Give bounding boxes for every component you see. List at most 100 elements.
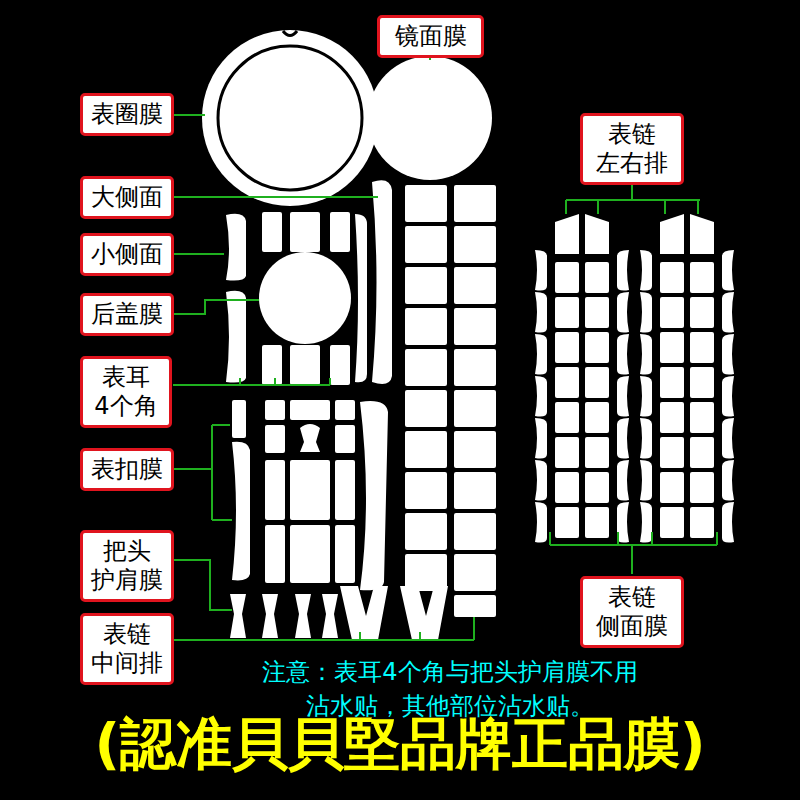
film-piece (585, 402, 609, 433)
label-text: 把头 护肩膜 (91, 537, 163, 595)
film-piece (454, 226, 496, 263)
label-box: 小侧面 (80, 233, 174, 276)
film-piece (454, 349, 496, 386)
big-side-film (372, 180, 392, 384)
film-piece (722, 292, 734, 333)
film-piece (660, 214, 684, 254)
film-piece (617, 334, 629, 375)
label-box: 表耳 4个角 (80, 356, 172, 428)
film-piece (690, 297, 714, 328)
label-text: 后盖膜 (91, 300, 163, 329)
film-piece (555, 472, 579, 503)
film-piece (690, 332, 714, 363)
label-text: 表链 侧面膜 (596, 583, 668, 641)
film-piece (405, 349, 447, 386)
film-piece (617, 460, 629, 501)
film-piece (300, 424, 320, 452)
film-piece (265, 460, 285, 520)
film-piece (454, 595, 496, 617)
film-piece (454, 554, 496, 591)
film-piece (262, 212, 282, 252)
film-piece (290, 345, 320, 385)
label-box: 表链 中间排 (80, 613, 174, 685)
label-text: 表链 中间排 (91, 620, 163, 678)
label-box: 把头 护肩膜 (80, 530, 174, 602)
film-piece (585, 507, 609, 538)
film-piece (454, 513, 496, 550)
film-piece (290, 400, 330, 420)
mirror-film (368, 56, 492, 180)
film-piece (265, 525, 285, 583)
film-piece (555, 332, 579, 363)
film-piece (454, 390, 496, 427)
film-piece (555, 297, 579, 328)
film-piece (454, 308, 496, 345)
film-piece (535, 502, 547, 543)
chain-v-piece (340, 586, 388, 640)
film-piece (660, 262, 684, 293)
film-piece (454, 472, 496, 509)
label-box: 表圈膜 (80, 93, 174, 136)
film-piece (230, 594, 246, 638)
film-piece (535, 334, 547, 375)
film-piece (405, 185, 447, 222)
film-piece (640, 292, 652, 333)
film-piece (226, 291, 246, 383)
film-piece (640, 250, 652, 291)
film-piece (405, 308, 447, 345)
label-box: 镜面膜 (377, 15, 484, 58)
film-piece (232, 400, 246, 438)
label-box: 表链 侧面膜 (580, 576, 684, 648)
film-piece (640, 460, 652, 501)
label-box: 表扣膜 (80, 448, 174, 491)
film-piece (617, 376, 629, 417)
film-piece (690, 367, 714, 398)
film-piece (722, 250, 734, 291)
film-piece (660, 507, 684, 538)
film-piece (454, 267, 496, 304)
film-piece (690, 437, 714, 468)
film-piece (640, 418, 652, 459)
film-piece (722, 502, 734, 543)
film-piece (555, 402, 579, 433)
film-piece (617, 250, 629, 291)
label-text: 表耳 4个角 (94, 363, 157, 421)
film-piece (640, 376, 652, 417)
bezel-film (202, 30, 378, 206)
film-piece (290, 212, 320, 252)
film-piece (535, 460, 547, 501)
label-text: 表圈膜 (91, 100, 163, 129)
clasp-strip (360, 401, 388, 590)
film-piece (265, 400, 285, 420)
label-box: 后盖膜 (80, 293, 174, 336)
film-piece (555, 262, 579, 293)
film-piece (335, 460, 355, 520)
film-piece (290, 525, 330, 583)
film-piece (660, 402, 684, 433)
film-piece (535, 292, 547, 333)
film-piece (555, 507, 579, 538)
label-text: 表扣膜 (91, 455, 163, 484)
film-piece (405, 226, 447, 263)
label-box: 大侧面 (80, 176, 174, 219)
film-piece (617, 418, 629, 459)
film-piece (535, 418, 547, 459)
film-piece (330, 345, 350, 385)
film-piece (690, 402, 714, 433)
film-piece (555, 367, 579, 398)
film-piece (722, 376, 734, 417)
film-piece (660, 472, 684, 503)
film-piece (405, 554, 447, 591)
film-piece (585, 214, 609, 254)
film-piece (722, 460, 734, 501)
film-piece (265, 425, 285, 453)
film-piece (322, 594, 338, 638)
film-piece (262, 594, 278, 638)
film-piece (405, 513, 447, 550)
film-piece (335, 400, 355, 420)
film-piece (660, 297, 684, 328)
film-piece (585, 297, 609, 328)
film-piece (535, 250, 547, 291)
film-piece (660, 367, 684, 398)
